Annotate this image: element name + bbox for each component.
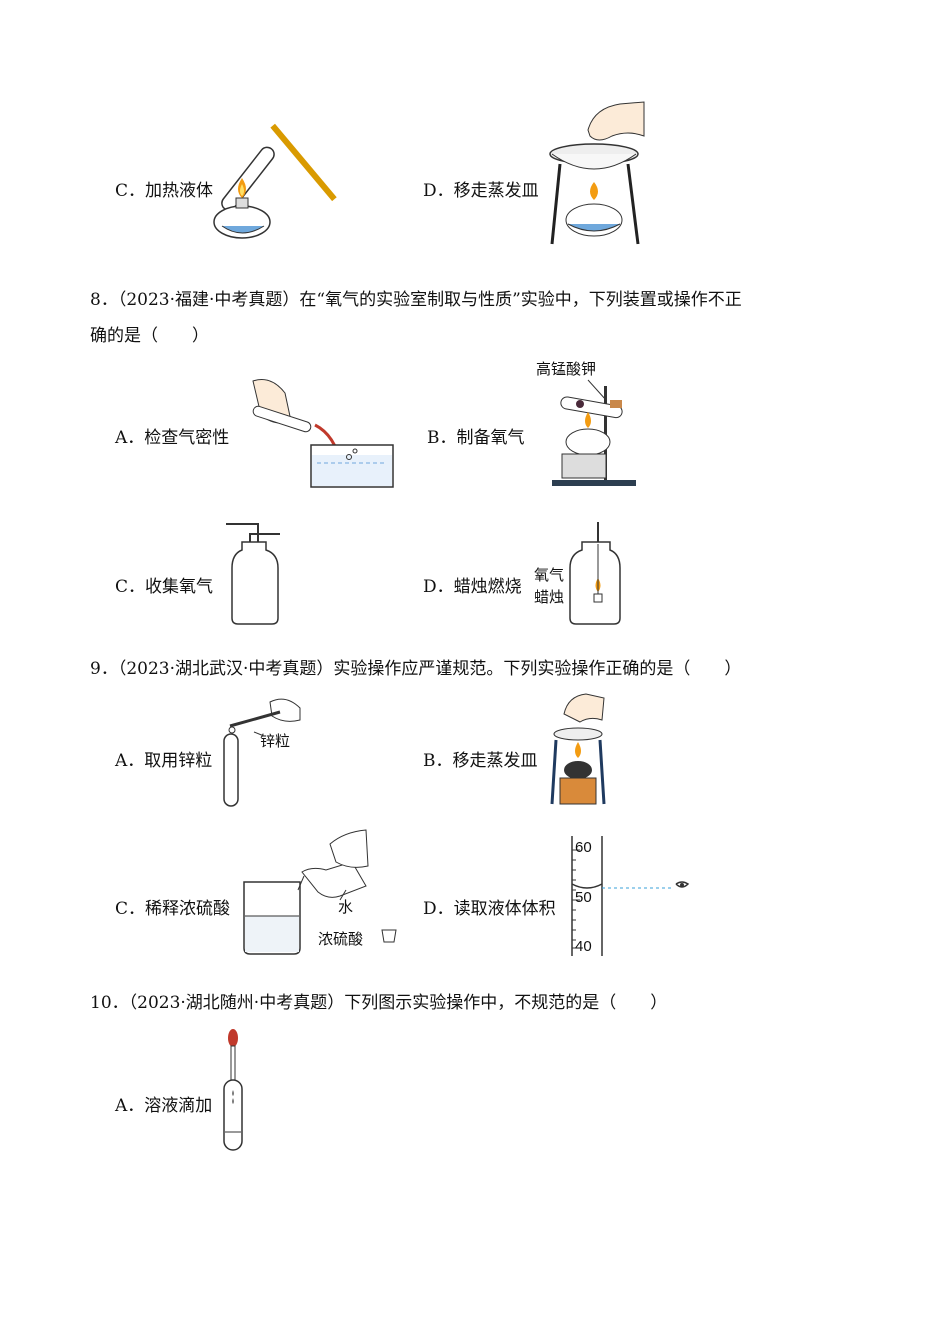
q9-option-b-label: B．移走蒸发皿 [423,751,538,771]
q9-option-c-callout-water: 水 [338,898,354,916]
q9-option-c-callout-acid: 浓硫酸 [318,930,364,948]
q8-option-d-callout-oxygen: 氧气 [534,566,565,584]
q10-stem: 下列图示实验操作中，不规范的是（ ） [344,993,668,1013]
take-zinc-granules-illustration [223,698,301,807]
q10-source: （2023·湖北随州·中考真题） [128,993,345,1013]
heating-liquid-illustration [213,123,337,239]
oxygen-preparation-apparatus-illustration [552,379,636,486]
q8-number: 8． [90,290,118,310]
q8-option-b-callout: 高锰酸钾 [536,360,597,378]
check-airtightness-illustration [252,379,394,488]
remove-evaporating-dish-on-tripod-illustration [550,693,606,805]
q8-option-d-callout-candle: 蜡烛 [534,588,565,606]
read-liquid-volume-cylinder-illustration [571,836,690,956]
candle-burning-in-oxygen-illustration [569,522,621,625]
q8-stem-line1: 8．（2023·福建·中考真题）在“氧气的实验室制取与性质”实验中，下列装置或操… [90,282,850,318]
dilute-sulfuric-acid-illustration [243,829,397,955]
q9-stem: 实验操作应严谨规范。下列实验操作正确的是（ ） [333,659,742,679]
q7-option-c-label: C．加热液体 [115,181,214,201]
q7-option-d-label: D．移走蒸发皿 [423,181,539,201]
q10-stem-line: 10．（2023·湖北随州·中考真题）下列图示实验操作中，不规范的是（ ） [90,985,870,1021]
q9-option-d-label: D．读取液体体积 [423,899,556,919]
cylinder-tick-50: 50 [575,889,592,906]
q10-number: 10． [90,993,129,1013]
cylinder-tick-60: 60 [575,839,592,856]
q8-option-d-label: D．蜡烛燃烧 [423,577,522,597]
q8-stem-line2: 确的是（ ） [90,326,209,346]
q9-stem-line: 9．（2023·湖北武汉·中考真题）实验操作应严谨规范。下列实验操作正确的是（ … [90,651,870,687]
collect-oxygen-bottle-illustration [226,523,280,625]
q9-option-c-label: C．稀释浓硫酸 [115,899,231,919]
q8-stem: 在“氧气的实验室制取与性质”实验中，下列装置或操作不正 [299,290,742,310]
q8-option-a-label: A．检查气密性 [115,428,230,448]
q8-option-c-label: C．收集氧气 [115,577,214,597]
q8-source: （2023·福建·中考真题） [117,290,300,310]
remove-evaporating-dish-by-hand-illustration [549,101,645,245]
q9-option-a-callout: 锌粒 [260,732,291,750]
q9-option-a-label: A．取用锌粒 [115,751,213,771]
q10-option-a-label: A．溶液滴加 [115,1096,213,1116]
q9-source: （2023·湖北武汉·中考真题） [117,659,334,679]
cylinder-tick-40: 40 [575,938,592,955]
q8-option-b-label: B．制备氧气 [427,428,525,448]
q9-number: 9． [90,659,118,679]
dropper-adding-solution-illustration [223,1029,243,1151]
